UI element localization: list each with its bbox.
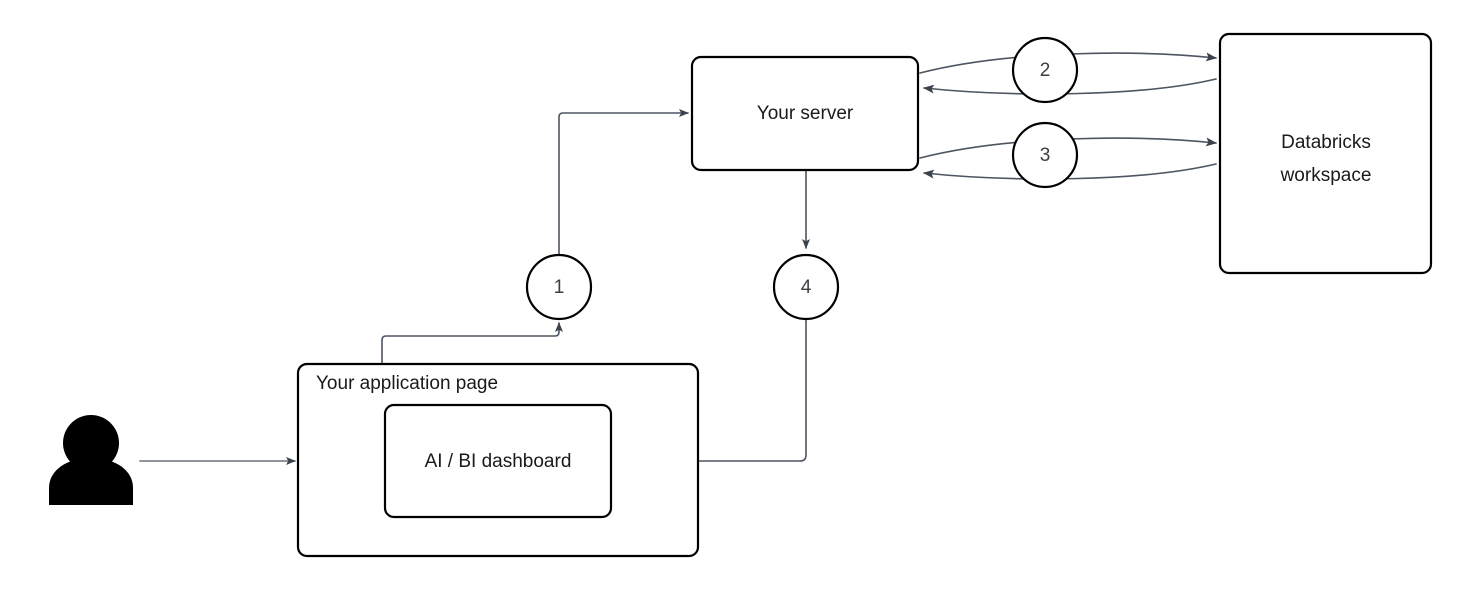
- step-marker-1-label: 1: [554, 277, 565, 298]
- dashboard-box: AI / BI dashboard: [383, 403, 613, 519]
- databricks-workspace-box: Databricks workspace: [1218, 32, 1433, 275]
- connection-marker-4-to-dashboard: [613, 318, 807, 465]
- step-marker-2: 2: [1011, 36, 1079, 104]
- application-page-label: Your application page: [316, 373, 498, 394]
- step-marker-1: 1: [525, 253, 593, 321]
- workspace-label-line2: workspace: [1280, 165, 1372, 186]
- workspace-label-line1: Databricks: [1281, 132, 1371, 153]
- step-marker-4-label: 4: [801, 277, 812, 298]
- step-marker-3-label: 3: [1040, 145, 1051, 166]
- step-marker-3: 3: [1011, 121, 1079, 189]
- connection-marker-1-to-server: [558, 109, 689, 256]
- dashboard-label: AI / BI dashboard: [425, 451, 572, 472]
- step-marker-4: 4: [772, 253, 840, 321]
- actor-body-icon: [49, 458, 133, 505]
- server-box: Your server: [690, 55, 920, 172]
- connection-application-page-to-marker-1: [381, 322, 563, 365]
- step-marker-2-label: 2: [1040, 60, 1051, 81]
- user-actor: [49, 415, 133, 505]
- actor-head-icon: [63, 415, 119, 471]
- server-label: Your server: [757, 103, 854, 124]
